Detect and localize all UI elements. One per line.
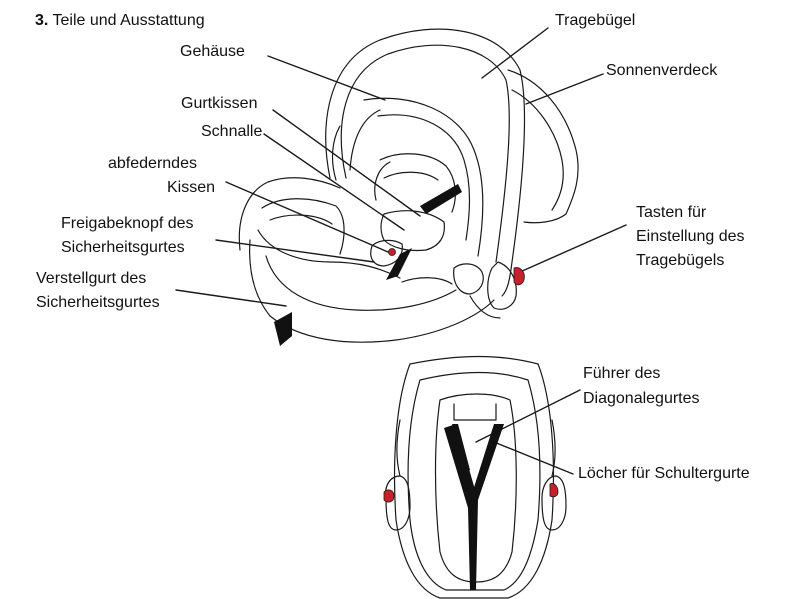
seat-cushion [262,199,344,254]
seat-side-view [239,29,578,342]
label-release-line2: Sicherheitsgurtes [61,238,185,258]
label-shell: Gehäuse [180,42,245,62]
harness-pad [381,211,444,251]
label-buttons-line3: Tragebügels [636,251,724,271]
section-number: 3. [35,12,48,29]
section-title: Teile und Ausstattung [53,12,205,29]
label-cushion-line1: abfederndes [108,154,197,174]
straps [274,184,504,590]
label-harness-pad: Gurtkissen [181,94,257,114]
label-adjuster-line2: Sicherheitsgurtes [36,293,160,313]
label-release-line1: Freigabeknopf des [61,214,194,234]
label-buttons-line2: Einstellung des [636,227,745,247]
label-handle: Tragebügel [555,11,635,31]
label-buckle: Schnalle [201,122,262,142]
canopy [508,70,578,223]
red-buttons [384,249,558,503]
label-canopy: Sonnenverdeck [606,61,717,81]
label-holes: Löcher für Schultergurte [578,464,750,484]
label-cushion-line2: Kissen [167,178,215,198]
section-heading: 3. Teile und Ausstattung [35,11,205,31]
label-guide-line1: Führer des [583,364,660,384]
label-guide-line2: Diagonalegurtes [583,389,700,409]
label-buttons-line1: Tasten für [636,203,706,223]
adjuster-strap [274,312,292,346]
label-adjuster-line1: Verstellgurt des [36,269,146,289]
